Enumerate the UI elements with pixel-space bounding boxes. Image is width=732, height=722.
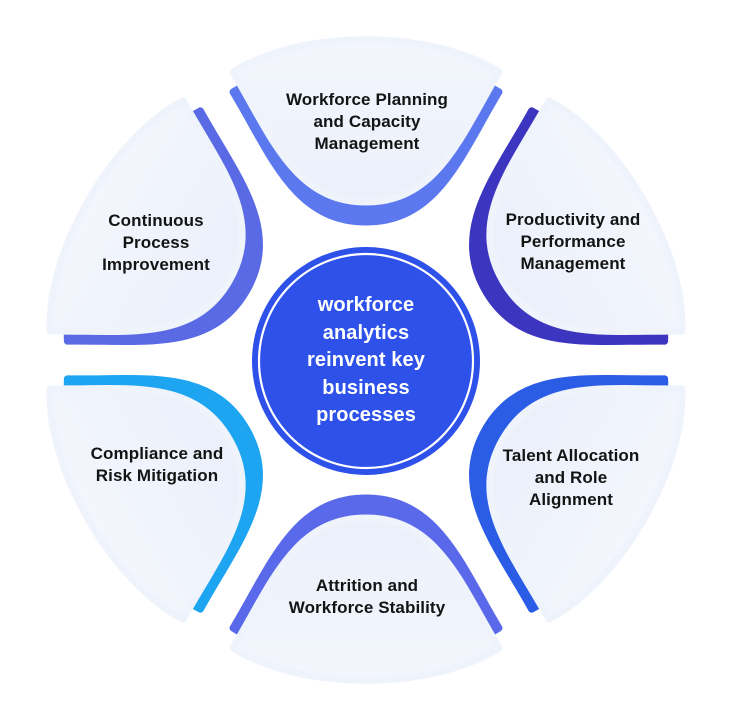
petal-label-productivity-performance: Productivity and Performance Management [505, 209, 641, 274]
petal-label-compliance-risk: Compliance and Risk Mitigation [90, 443, 224, 485]
center-circle [252, 247, 480, 475]
center-circle-ring [257, 252, 475, 470]
petal-label-workforce-planning: Workforce Planning and Capacity Manageme… [285, 89, 449, 154]
center-text: workforce analytics reinvent key busines… [307, 294, 425, 427]
petal-label-attrition-stability: Attrition and Workforce Stability [288, 575, 446, 617]
petal-label-talent-allocation: Talent Allocation and Role Alignment [502, 445, 640, 510]
petal-label-continuous-improvement: Continuous Process Improvement [102, 210, 210, 275]
